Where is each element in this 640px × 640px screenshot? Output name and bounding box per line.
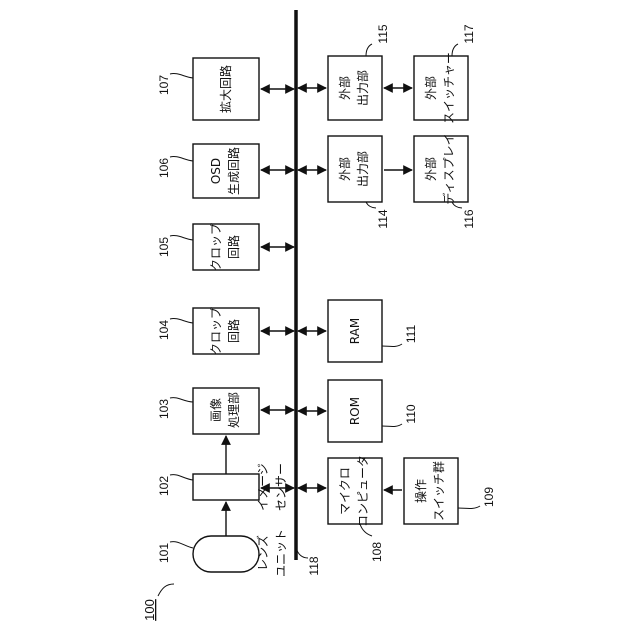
ref-103: 103 [157, 398, 193, 419]
osd-generation-block [193, 144, 259, 198]
svg-text:ROM: ROM [348, 397, 362, 425]
image-sensor-side-label: イメージ センサー [256, 463, 288, 511]
ref-102: 102 [157, 475, 193, 496]
ref-118: 118 [296, 548, 321, 576]
image-processing-block [193, 388, 259, 434]
crop-circuit-1-block [193, 308, 259, 354]
rom-label: ROM [348, 397, 362, 425]
svg-text:コンピュータ: コンピュータ [356, 455, 370, 527]
svg-text:107: 107 [157, 75, 171, 95]
svg-text:102: 102 [157, 476, 171, 496]
svg-text:処理部: 処理部 [226, 392, 241, 428]
ref-106: 106 [157, 157, 193, 178]
svg-text:マイクロ: マイクロ [338, 467, 352, 515]
svg-text:回路: 回路 [226, 235, 241, 259]
svg-text:114: 114 [376, 209, 390, 228]
ram-label: RAM [348, 318, 362, 344]
svg-text:拡大回路: 拡大回路 [218, 65, 233, 113]
svg-text:ディスプレイ: ディスプレイ [441, 133, 456, 204]
svg-text:生成回路: 生成回路 [226, 147, 241, 195]
external-output-2-block [328, 56, 382, 120]
ref-107: 107 [157, 74, 193, 95]
crop-circuit-2-block [193, 224, 259, 270]
svg-text:イメージ: イメージ [256, 463, 270, 511]
image-sensor-block [193, 474, 259, 500]
operation-switches-block [404, 458, 458, 524]
svg-text:クロップ: クロップ [209, 307, 223, 355]
ref-105: 105 [157, 236, 193, 257]
svg-text:104: 104 [157, 320, 171, 340]
ref-109: 109 [458, 487, 496, 509]
svg-text:スイッチャー: スイッチャー [442, 52, 456, 124]
svg-text:106: 106 [157, 158, 171, 178]
svg-text:109: 109 [482, 487, 496, 507]
svg-text:外部: 外部 [337, 76, 352, 100]
svg-text:115: 115 [376, 24, 390, 43]
svg-text:画像: 画像 [209, 398, 223, 422]
ref-115: 115 [366, 24, 390, 56]
svg-text:回路: 回路 [226, 319, 241, 343]
svg-text:RAM: RAM [348, 318, 362, 344]
ref-104: 104 [157, 319, 193, 340]
enlargement-label: 拡大回路 [218, 65, 233, 113]
external-switcher-block [414, 56, 468, 120]
svg-text:101: 101 [157, 543, 171, 563]
svg-text:センサー: センサー [274, 463, 288, 511]
svg-text:117: 117 [462, 24, 476, 43]
svg-text:スイッチ群: スイッチ群 [432, 461, 446, 521]
ref-116: 116 [452, 202, 476, 229]
ref-101: 101 [157, 542, 193, 563]
svg-text:外部: 外部 [423, 157, 438, 181]
svg-text:108: 108 [370, 542, 384, 562]
lens-unit-side-label: レンズ ユニット [255, 529, 288, 577]
svg-text:ユニット: ユニット [274, 529, 288, 577]
svg-text:出力部: 出力部 [355, 151, 370, 187]
svg-text:103: 103 [157, 399, 171, 419]
ref-110: 110 [382, 404, 418, 426]
external-display-block [414, 136, 468, 202]
svg-text:111: 111 [404, 325, 418, 344]
svg-text:出力部: 出力部 [355, 70, 370, 106]
svg-text:外部: 外部 [423, 76, 438, 100]
svg-text:118: 118 [307, 556, 321, 575]
microcomputer-block [328, 458, 382, 524]
ref-117: 117 [452, 24, 476, 56]
svg-text:116: 116 [462, 209, 476, 228]
svg-text:110: 110 [404, 404, 418, 423]
ref-114: 114 [366, 202, 390, 229]
svg-text:レンズ: レンズ [255, 535, 270, 571]
svg-text:外部: 外部 [337, 157, 352, 181]
svg-text:クロップ: クロップ [209, 223, 223, 271]
svg-text:105: 105 [157, 237, 171, 257]
svg-text:OSD: OSD [209, 158, 223, 184]
external-output-1-block [328, 136, 382, 202]
lens-unit-block [193, 536, 259, 572]
ref-111: 111 [382, 325, 418, 347]
svg-text:操作: 操作 [413, 479, 428, 503]
svg-text:100: 100 [142, 599, 157, 621]
figure-number: 100 [142, 584, 174, 621]
ref-108: 108 [360, 524, 384, 562]
